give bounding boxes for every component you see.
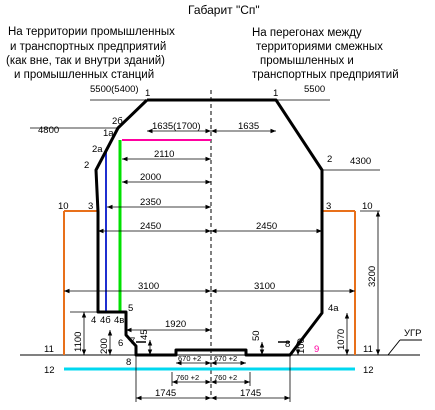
point-5: 5 — [128, 303, 133, 314]
dim-50: 50 — [251, 330, 262, 341]
point-11-left: 11 — [44, 344, 54, 355]
dim-3200: 3200 — [367, 266, 378, 287]
point-6: 6 — [118, 338, 123, 349]
right-caption-line-3: промышленных и — [260, 55, 354, 67]
point-4b: 4б — [100, 315, 111, 326]
dim-4800: 4800 — [38, 125, 59, 136]
left-caption-line-4: и промышленных станций — [14, 69, 154, 81]
point-11-right: 11 — [363, 344, 373, 355]
ugr-label: УГР — [404, 328, 422, 339]
point-10-left: 10 — [58, 201, 69, 212]
dim-200: 200 — [99, 338, 110, 354]
gauge-outline — [94, 98, 324, 357]
dim-3100-left: 3100 — [138, 281, 159, 292]
point-3-right: 3 — [326, 201, 331, 212]
point-9: 9 — [314, 344, 319, 355]
diagram-title: Габарит "Сп" — [188, 3, 260, 17]
point-1a: 1а — [103, 128, 114, 139]
left-caption-line-3: (как вне, так и внутри зданий) — [6, 55, 165, 67]
dim-670-left: 670 +2 — [178, 354, 201, 363]
point-2-right: 2 — [327, 154, 332, 165]
left-caption-line-1: На территории промышленных — [8, 26, 175, 38]
point-1-right: 1 — [273, 88, 278, 99]
point-3-left: 3 — [88, 201, 93, 212]
point-2-left: 2 — [84, 160, 89, 171]
point-4a: 4а — [328, 303, 339, 314]
ugr-leader — [387, 339, 401, 356]
dim-3100-right: 3100 — [254, 281, 275, 292]
right-caption-line-1: На перегонах между — [252, 27, 362, 39]
right-caption-line-4: транспортных предприятий — [252, 69, 399, 81]
dim-1920: 1920 — [165, 319, 186, 330]
left-caption-line-2: и транспортных предприятий — [10, 41, 166, 53]
dim-45: 45 — [139, 329, 150, 340]
dim-2000: 2000 — [140, 172, 161, 183]
point-4: 4 — [91, 315, 96, 326]
dim-1100: 1100 — [73, 332, 84, 352]
dim-760-left: 760 +2 — [176, 373, 199, 382]
horizontal-dimensions — [30, 99, 380, 402]
point-2b: 2б — [112, 116, 123, 127]
point-12-left: 12 — [44, 365, 55, 376]
dim-2350: 2350 — [140, 197, 161, 208]
point-8-right: 8 — [285, 339, 290, 350]
dim-top-height-left: 5500(5400) — [90, 84, 139, 95]
dim-670-right: 670 +2 — [214, 354, 237, 363]
vertical-dimensions — [70, 210, 381, 355]
point-2a: 2а — [92, 144, 103, 155]
point-12-right: 12 — [363, 365, 374, 376]
dim-1635-1700: 1635(1700) — [152, 121, 201, 132]
dim-top-height-right: 5500 — [304, 84, 325, 95]
dim-760-right: 760 +2 — [214, 373, 237, 382]
dim-1070: 1070 — [336, 329, 347, 350]
point-7: 7 — [130, 336, 135, 347]
dim-1635: 1635 — [238, 121, 259, 132]
dim-2450-right: 2450 — [256, 221, 277, 232]
dim-1745-left: 1745 — [155, 388, 176, 399]
dim-2110: 2110 — [154, 149, 174, 160]
dim-4300: 4300 — [350, 156, 371, 167]
point-10-right: 10 — [362, 201, 373, 212]
right-caption-line-2: территориями смежных — [256, 41, 383, 53]
dim-100: 100 — [296, 338, 307, 354]
dim-1745-right: 1745 — [240, 388, 261, 399]
point-1-left: 1 — [145, 88, 150, 99]
dim-2450-left: 2450 — [140, 221, 161, 232]
point-8-left: 8 — [126, 357, 131, 368]
point-4v: 4в — [114, 315, 124, 326]
